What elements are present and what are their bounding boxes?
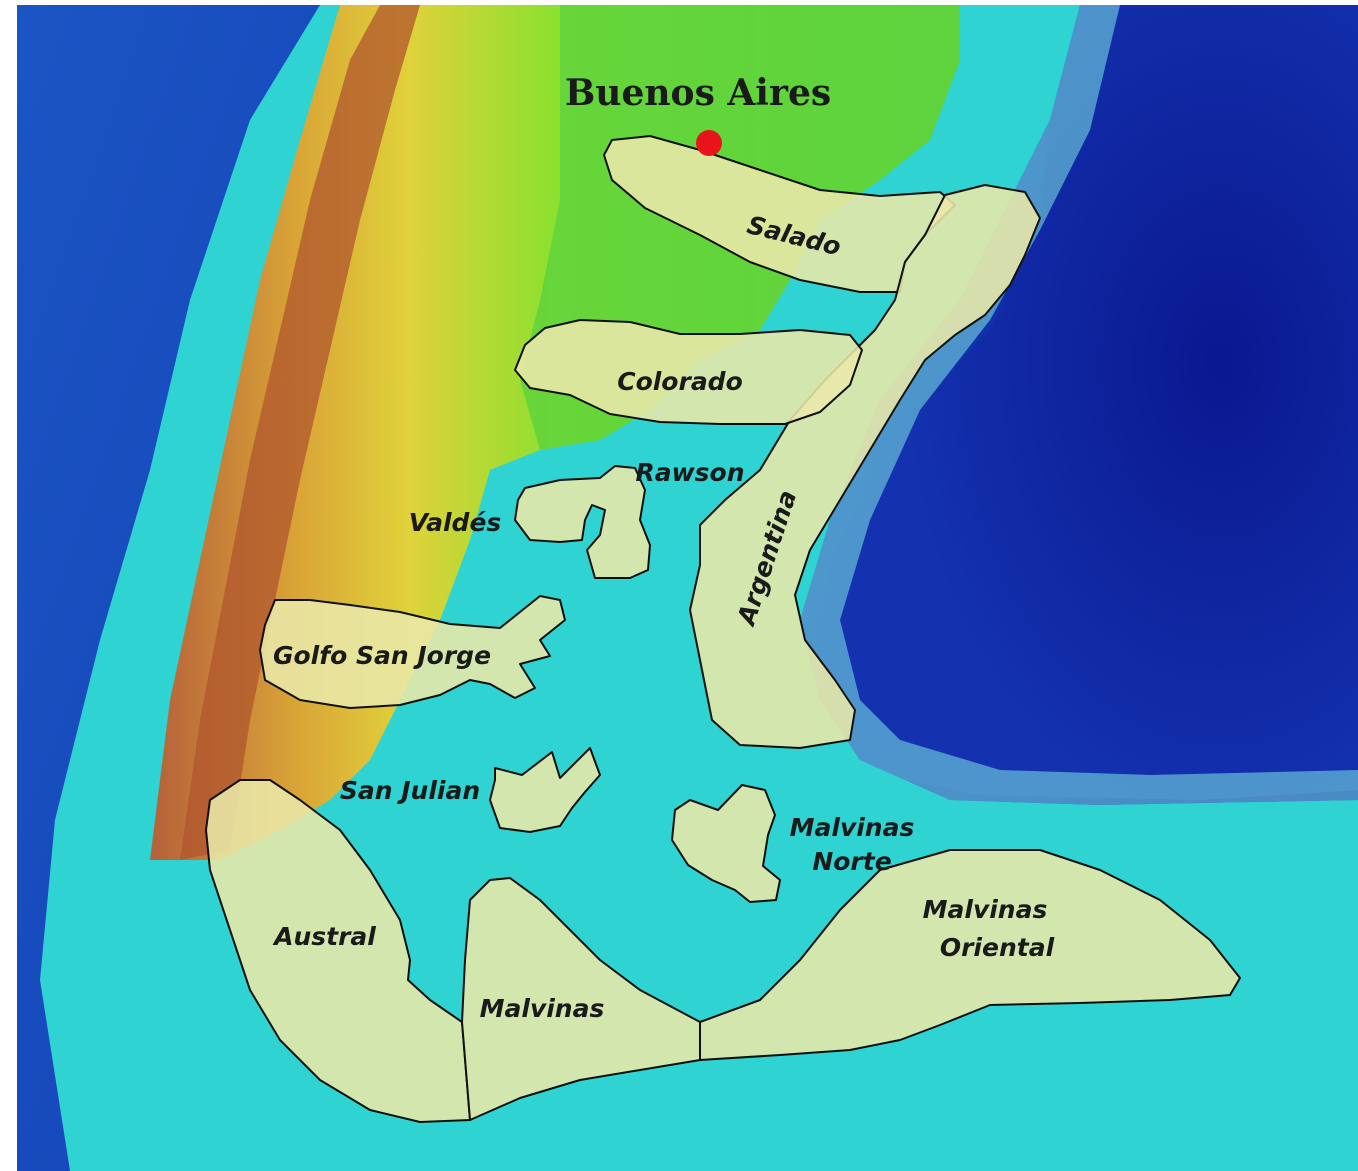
malvinas-basin — [461, 877, 701, 1121]
malvinas-oriental-basin — [699, 849, 1241, 1061]
malvinas-oriental-label-line1: Malvinas — [923, 895, 1048, 924]
golfo-san-jorge-basin — [259, 595, 566, 709]
malvinas-norte-basin — [671, 784, 781, 903]
malvinas-label: Malvinas — [480, 994, 605, 1023]
golfo-san-jorge-label: Golfo San Jorge — [273, 641, 491, 670]
rawson-valdes-basin — [514, 465, 651, 579]
relief-map: Buenos Aires Salado Colorado Rawson Vald… — [17, 5, 1358, 1171]
shelf-break — [800, 5, 1358, 805]
deep-ocean — [810, 5, 1358, 800]
map-frame: Buenos Aires Salado Colorado Rawson Vald… — [17, 5, 1358, 1171]
malvinas-norte-label-line1: Malvinas — [790, 813, 915, 842]
mountain-range — [180, 5, 420, 860]
valdes-label: Valdés — [409, 508, 502, 537]
city-label: Buenos Aires — [565, 72, 831, 114]
malvinas-oriental-label-line2: Oriental — [940, 933, 1055, 962]
san-julian-label: San Julian — [340, 776, 480, 805]
austral-label: Austral — [272, 922, 376, 951]
colorado-basin — [514, 319, 863, 425]
rawson-label: Rawson — [635, 458, 744, 487]
city-dot-icon — [696, 130, 722, 156]
colorado-label: Colorado — [617, 367, 743, 396]
malvinas-norte-label-line2: Norte — [812, 847, 891, 876]
san-julian-basin — [489, 747, 601, 833]
